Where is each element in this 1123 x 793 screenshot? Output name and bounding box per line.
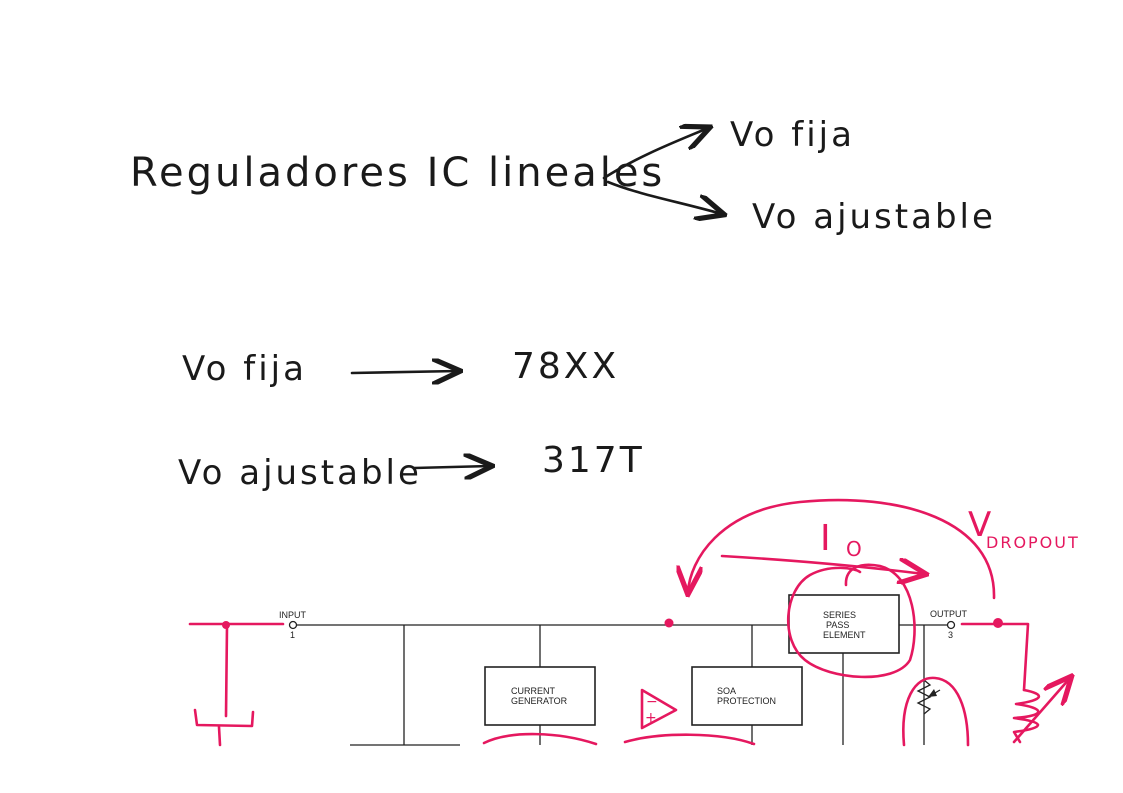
branch-arrows bbox=[602, 128, 722, 214]
schematic: INPUT 1 OUTPUT 3 SERIES PASS ELEMENT CUR… bbox=[279, 594, 968, 746]
vdropout-main: V bbox=[968, 505, 991, 545]
series-pass-line3: ELEMENT bbox=[823, 630, 866, 640]
output-terminal bbox=[946, 620, 956, 630]
row1-value: 78XX bbox=[512, 346, 619, 387]
series-pass-line1: SERIES bbox=[823, 610, 856, 620]
input-cap-lead2 bbox=[217, 725, 222, 747]
annotations: V DROPOUT I O − + bbox=[188, 498, 1080, 747]
title-text: Reguladores IC lineales bbox=[130, 150, 665, 196]
load-zigzag bbox=[1012, 688, 1041, 744]
resistor-symbol bbox=[916, 679, 932, 715]
output-label: OUTPUT bbox=[930, 609, 968, 619]
input-cap-plate bbox=[193, 708, 255, 728]
resistor-wiper-arrow bbox=[928, 689, 937, 697]
input-pin: 1 bbox=[290, 630, 295, 640]
vdropout-arc bbox=[688, 498, 996, 600]
row2-arrow bbox=[412, 466, 490, 468]
input-terminal bbox=[288, 620, 298, 630]
scribble-under-soa bbox=[623, 733, 756, 746]
io-sub: O bbox=[846, 537, 862, 561]
current-generator-box bbox=[484, 666, 596, 726]
opamp-plus: + bbox=[645, 710, 657, 726]
vdropout-sub: DROPOUT bbox=[986, 533, 1080, 552]
row-adjustable: Vo ajustable 317T bbox=[178, 440, 645, 493]
current-generator-line1: CURRENT bbox=[511, 686, 556, 696]
row2-value: 317T bbox=[542, 440, 645, 481]
branch-fixed-text: Vo fija bbox=[730, 115, 855, 155]
opamp-triangle bbox=[640, 688, 678, 730]
arrow-to-fixed bbox=[602, 128, 708, 180]
series-pass-line2: PASS bbox=[826, 620, 849, 630]
branch-adjustable-text: Vo ajustable bbox=[752, 197, 996, 237]
row2-label: Vo ajustable bbox=[178, 453, 422, 493]
input-cap-lead bbox=[224, 624, 229, 718]
io-label: I bbox=[820, 518, 831, 559]
current-generator-line2: GENERATOR bbox=[511, 696, 568, 706]
soa-protection-box bbox=[691, 666, 803, 726]
node-dot-left bbox=[664, 618, 674, 628]
load-adjust-arrow bbox=[1012, 678, 1070, 744]
series-pass-element-box bbox=[788, 594, 900, 654]
arrow-to-adjustable bbox=[606, 180, 722, 214]
title-group: Reguladores IC lineales bbox=[130, 150, 665, 196]
input-label: INPUT bbox=[279, 610, 307, 620]
scribble-under-generator bbox=[482, 732, 598, 746]
io-arrow bbox=[720, 554, 924, 574]
output-pin: 3 bbox=[948, 630, 953, 640]
row1-label: Vo fija bbox=[182, 349, 307, 389]
opamp-minus: − bbox=[646, 694, 658, 710]
row1-arrow bbox=[350, 371, 458, 373]
soa-protection-line2: PROTECTION bbox=[717, 696, 776, 706]
series-pass-circle bbox=[786, 563, 916, 679]
soa-protection-line1: SOA bbox=[717, 686, 736, 696]
resistor-loop bbox=[902, 676, 970, 747]
row-fixed: Vo fija 78XX bbox=[182, 346, 619, 389]
output-wire-pink bbox=[960, 622, 1030, 692]
